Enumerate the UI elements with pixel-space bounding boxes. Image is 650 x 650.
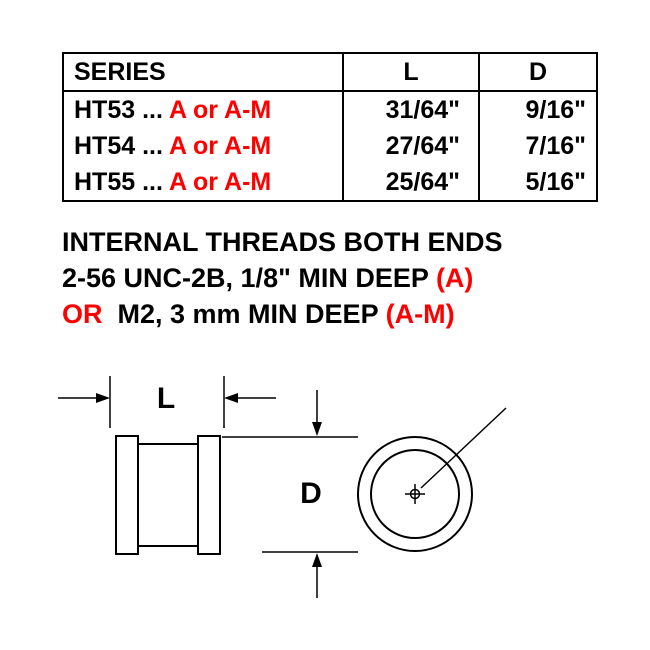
- d-dimension-label: D: [300, 477, 322, 510]
- standoff-body-side-view: [137, 443, 199, 547]
- standoff-outer-diameter: [357, 436, 473, 552]
- series-cell: HT53 ... A or A-M: [62, 91, 344, 128]
- l-arrowhead-left: [96, 393, 110, 403]
- thread-notes: INTERNAL THREADS BOTH ENDS 2-56 UNC-2B, …: [62, 224, 503, 332]
- table-header-row: SERIES L D: [62, 53, 598, 92]
- d-value: 9/16": [478, 91, 598, 128]
- series-dimensions-table: SERIES L D HT53 ... A or A-M 31/64" 9/16…: [62, 52, 598, 202]
- note-line-3-or: OR: [62, 299, 103, 329]
- note-line-3-option-am: (A-M): [385, 299, 455, 329]
- note-line-2: 2-56 UNC-2B, 1/8" MIN DEEP (A): [62, 260, 503, 296]
- table-row: HT53 ... A or A-M 31/64" 9/16": [62, 91, 598, 128]
- table-row: HT55 ... A or A-M 25/64" 5/16": [62, 164, 598, 201]
- standoff-inner-thread-circle: [370, 449, 460, 539]
- d-value: 7/16": [478, 128, 598, 164]
- series-variant: A or A-M: [168, 132, 272, 160]
- center-leader-line: [420, 407, 507, 489]
- standoff-right-flange: [197, 435, 221, 555]
- header-series: SERIES: [62, 53, 344, 92]
- d-arrowhead-top: [312, 422, 322, 436]
- series-cell: HT54 ... A or A-M: [62, 128, 344, 164]
- note-line-2-text: 2-56 UNC-2B, 1/8" MIN DEEP: [62, 263, 429, 293]
- l-value: 31/64": [342, 91, 480, 128]
- header-d: D: [478, 53, 598, 92]
- note-line-2-option-a: (A): [435, 263, 474, 293]
- series-variant: A or A-M: [168, 96, 272, 124]
- l-value: 25/64": [342, 164, 480, 201]
- series-cell: HT55 ... A or A-M: [62, 164, 344, 201]
- l-value: 27/64": [342, 128, 480, 164]
- series-code: HT53 ...: [74, 96, 163, 124]
- series-variant: A or A-M: [168, 168, 272, 196]
- l-dimension-label: L: [157, 382, 175, 415]
- note-line-3: OR M2, 3 mm MIN DEEP (A-M): [62, 296, 503, 332]
- series-code: HT54 ...: [74, 132, 163, 160]
- standoff-drawing: L D: [58, 376, 507, 598]
- note-line-3-text: M2, 3 mm MIN DEEP: [117, 299, 379, 329]
- l-arrowhead-right: [224, 393, 238, 403]
- series-code: HT55 ...: [74, 168, 163, 196]
- note-line-1: INTERNAL THREADS BOTH ENDS: [62, 227, 503, 257]
- center-mark-circle: [409, 488, 421, 500]
- d-arrowhead-bottom: [312, 553, 322, 567]
- standoff-left-flange: [115, 435, 139, 555]
- d-value: 5/16": [478, 164, 598, 201]
- header-l: L: [342, 53, 480, 92]
- table-row: HT54 ... A or A-M 27/64" 7/16": [62, 128, 598, 164]
